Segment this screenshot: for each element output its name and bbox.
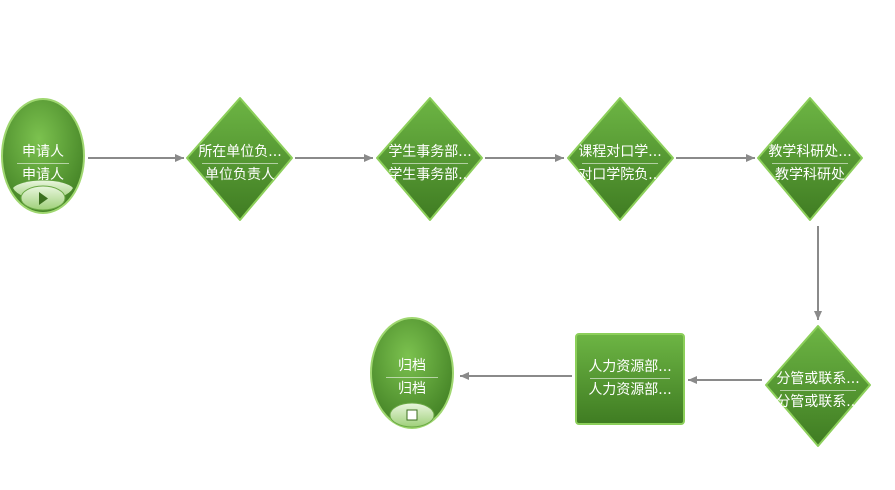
play-icon[interactable] [39,192,48,205]
start-node-label: 申请人 申请人 [7,142,79,185]
label-divider [780,390,856,391]
step-node-5-label: 分管或联系... 分管或联系... [768,369,868,412]
start-node-line1: 申请人 [22,144,64,160]
step-node-1-label: 所在单位负... 单位负责人 [190,142,290,185]
end-node-line1: 归档 [398,358,426,374]
end-node[interactable] [370,317,454,429]
step-node-1-line2: 单位负责人 [205,167,275,183]
step-node-3-line2: 对口学院负... [578,167,662,183]
step-node-4-label: 教学科研处... 教学科研处 [760,142,860,185]
step-node-4-line2: 教学科研处 [775,167,845,183]
step-node-6-label: 人力资源部... 人力资源部... [580,357,680,400]
step-node-5-line1: 分管或联系... [776,371,860,387]
step-node-4[interactable] [757,97,863,221]
step-node-2-line1: 学生事务部... [388,144,472,160]
step-node-1[interactable] [186,97,293,221]
end-node-label: 归档 归档 [376,356,448,399]
start-node-line2: 申请人 [22,167,64,183]
end-node-line2: 归档 [398,381,426,397]
step-node-5-line2: 分管或联系... [776,394,860,410]
step-node-2-label: 学生事务部... 学生事务部... [380,142,480,185]
step-node-6[interactable] [575,333,685,425]
label-divider [386,377,438,378]
step-node-2[interactable] [376,97,483,221]
label-divider [590,378,670,379]
step-node-3-label: 课程对口学... 对口学院负... [570,142,670,185]
step-node-6-line1: 人力资源部... [588,359,672,375]
step-node-2-line2: 学生事务部... [388,167,472,183]
step-node-3-line1: 课程对口学... [578,144,662,160]
step-node-4-line1: 教学科研处... [768,144,852,160]
step-node-3[interactable] [567,97,674,221]
label-divider [772,163,848,164]
label-divider [202,163,278,164]
start-node[interactable] [1,98,85,214]
label-divider [17,163,69,164]
label-divider [582,163,658,164]
step-node-1-line1: 所在单位负... [198,144,282,160]
stop-icon[interactable] [406,409,418,421]
step-node-5[interactable] [765,325,871,447]
label-divider [392,163,468,164]
step-node-6-line2: 人力资源部... [588,382,672,398]
